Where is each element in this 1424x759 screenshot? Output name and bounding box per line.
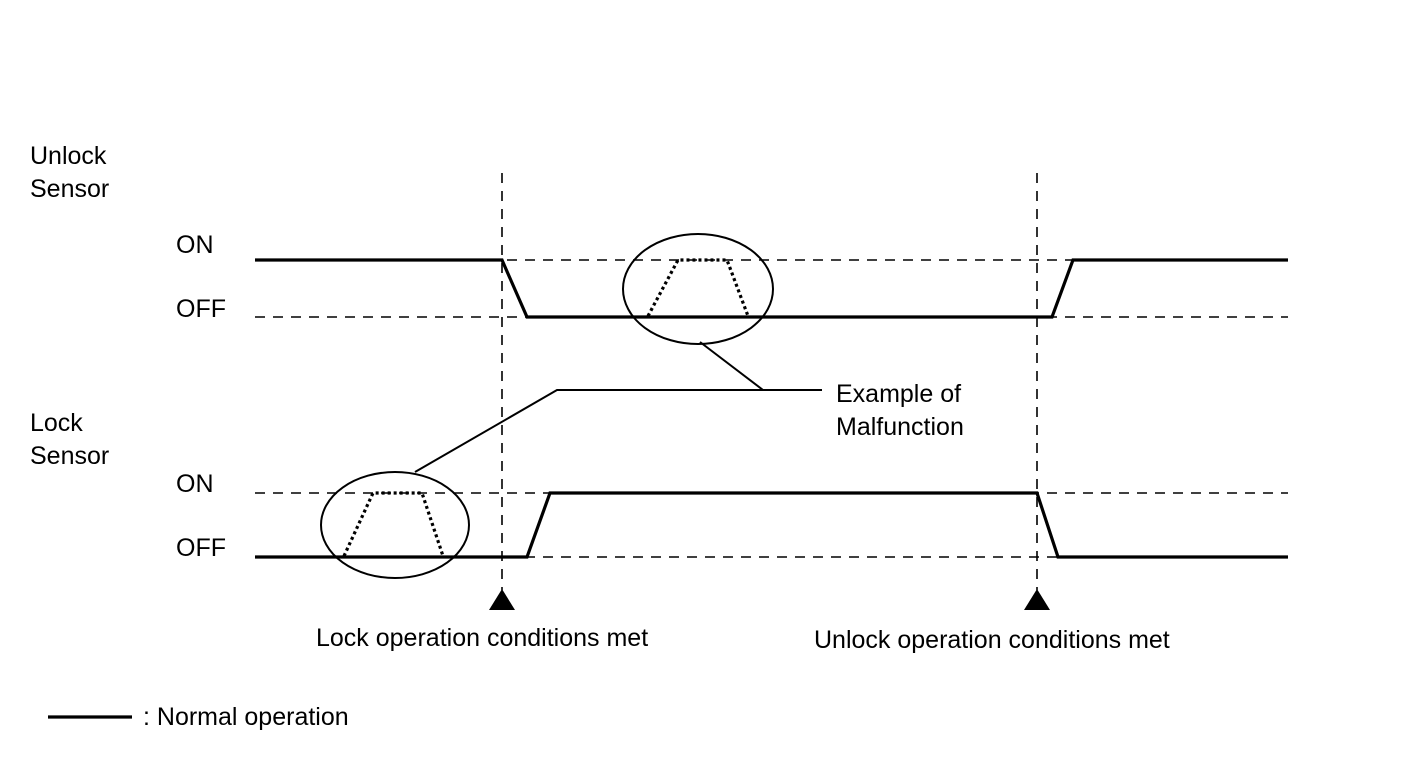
unlock-malfunction-circle <box>622 233 774 345</box>
malfunction-callout-line2: Malfunction <box>836 413 964 441</box>
unlock-malfunction-trace <box>646 258 750 317</box>
unlock-sensor-label-line1: Unlock <box>30 142 107 170</box>
lock-sensor-signal <box>255 491 1288 559</box>
callout-leader-unlock <box>699 341 822 391</box>
unlock-on-label: ON <box>176 231 214 259</box>
lock-on-label: ON <box>176 470 214 498</box>
unlock-sensor-label-line2: Sensor <box>30 175 109 203</box>
lock-sensor-label-line2: Sensor <box>30 442 109 470</box>
unlock-event-label: Unlock operation conditions met <box>814 626 1170 654</box>
legend: : Normal operation <box>48 703 349 731</box>
lock-malfunction-circle <box>320 471 470 579</box>
malfunction-callout-line1: Example of <box>836 380 961 408</box>
legend-label: : Normal operation <box>143 703 349 731</box>
unlock-sensor-signal <box>255 258 1288 319</box>
lock-sensor-label-line1: Lock <box>30 409 83 437</box>
unlock-off-label: OFF <box>176 295 226 323</box>
unlock-malfunction-example <box>622 233 774 345</box>
lock-malfunction-example <box>320 471 470 579</box>
malfunction-callout: Example of Malfunction <box>836 380 964 441</box>
unlock-event-triangle-icon <box>1024 589 1050 610</box>
lock-event-triangle-icon <box>489 589 515 610</box>
callout-leader-lock <box>414 389 763 473</box>
lock-sensor-label: Lock Sensor <box>30 409 109 470</box>
lock-off-label: OFF <box>176 534 226 562</box>
lock-event-label: Lock operation conditions met <box>316 624 648 652</box>
lock-malfunction-trace <box>342 491 445 557</box>
unlock-sensor-label: Unlock Sensor <box>30 142 109 203</box>
